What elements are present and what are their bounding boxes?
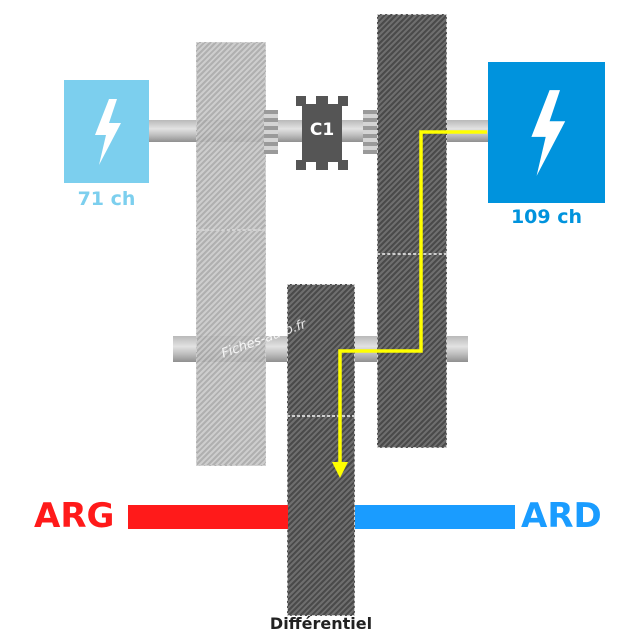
differential-label: Différentiel	[269, 614, 373, 633]
motor-right	[488, 62, 605, 203]
lightning-icon	[94, 98, 121, 165]
clutch-c1	[296, 96, 348, 170]
clutch-spline-left	[264, 110, 278, 154]
left-wheel-label: ARG	[34, 496, 115, 536]
left-wheel-axle	[128, 505, 288, 529]
right-wheel-label: ARD	[521, 496, 602, 536]
right-wheel-axle	[355, 505, 515, 529]
gear-right-upper	[377, 14, 447, 254]
motor-left	[64, 80, 149, 183]
lightning-icon	[530, 89, 565, 176]
clutch-label: C1	[309, 120, 335, 140]
gear-left-lower	[196, 230, 266, 466]
clutch-spline-right	[363, 110, 377, 154]
motor-left-power: 71 ch	[77, 188, 136, 210]
motor-right-power: 109 ch	[510, 206, 583, 228]
gear-left-upper	[196, 42, 266, 230]
